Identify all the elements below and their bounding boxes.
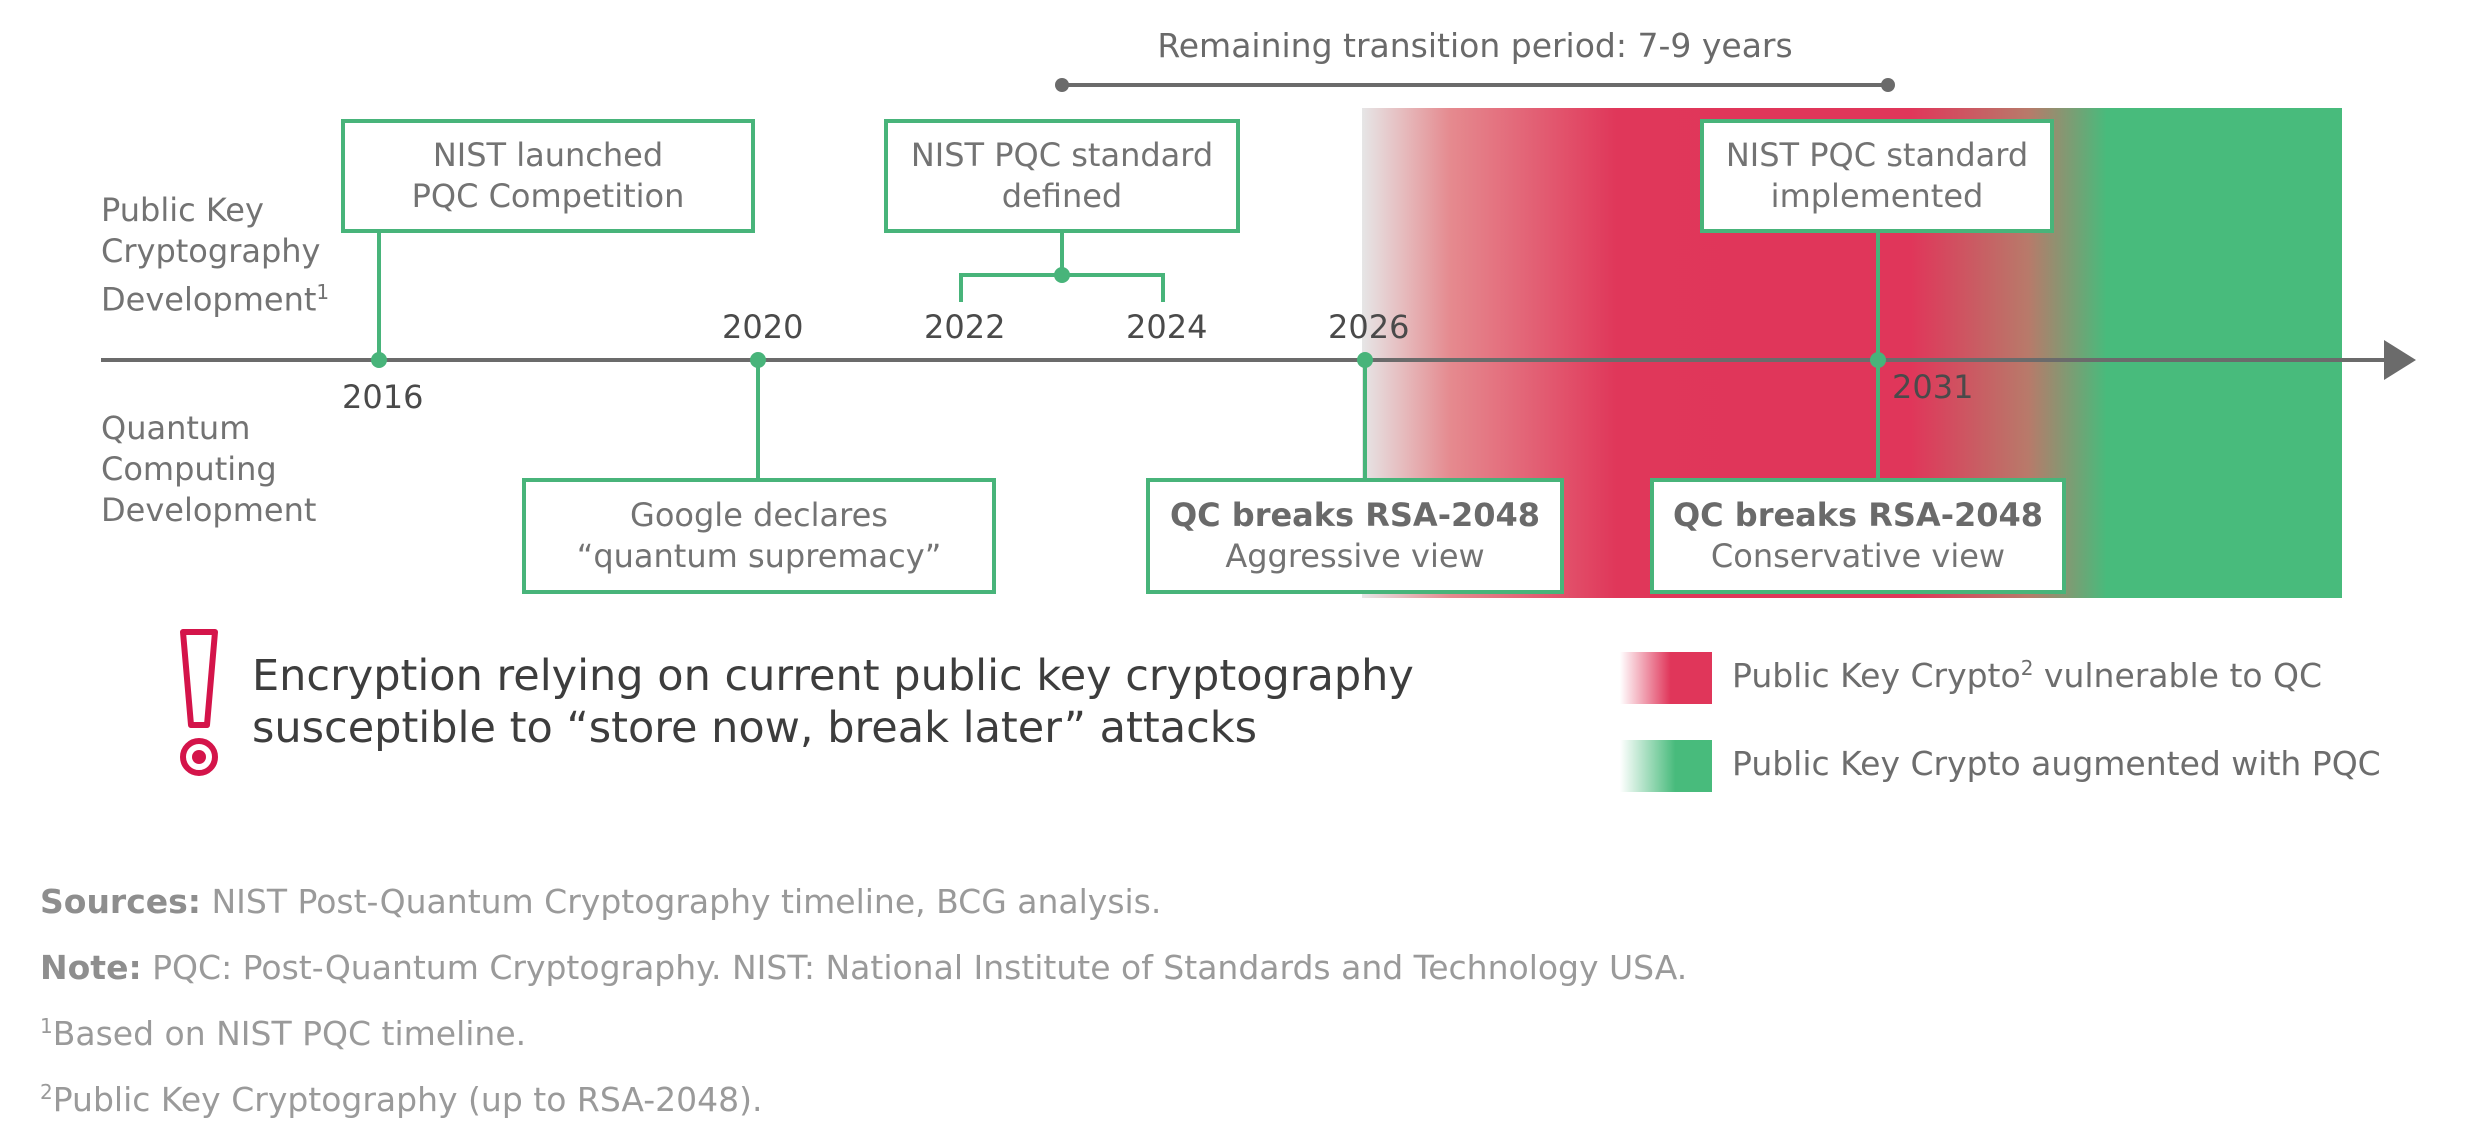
year-2016: 2016 [342,378,424,416]
row-label-qc: Quantum Computing Development [101,408,316,531]
row-label-qc-line3: Development [101,491,317,529]
dot-2020 [750,352,766,368]
dot-pqc-defined [1054,267,1070,283]
event-pqc-standard-implemented: NIST PQC standard implemented [1700,119,2054,233]
footnote-2: 2Public Key Cryptography (up to RSA-2048… [40,1080,763,1119]
event-pqc-defined-line2: defined [1001,177,1123,215]
transition-bracket-end [1881,78,1895,92]
time-axis-arrow-icon [2384,340,2416,380]
footnote-note: Note: PQC: Post-Quantum Cryptography. NI… [40,948,1688,987]
exclamation-icon [180,629,218,776]
transition-period-label: Remaining transition period: 7-9 years [1157,26,1793,65]
year-2022: 2022 [924,308,1006,346]
warning-message: Encryption relying on current public key… [252,650,1414,754]
row-label-pkc-line3: Development1 [101,280,330,319]
legend-label-augmented: Public Key Crypto augmented with PQC [1732,744,2381,783]
event-conservative-line2: Conservative view [1710,537,2006,575]
year-2024: 2024 [1126,308,1208,346]
event-pqc-implemented-line1: NIST PQC standard [1725,136,2029,174]
transition-bracket-start [1055,78,1069,92]
event-aggressive-line1: QC breaks RSA-2048 [1169,496,1541,534]
legend-swatch-vulnerable [1620,652,1712,704]
event-aggressive-line2: Aggressive view [1225,537,1485,575]
row-label-qc-line2: Computing [101,450,277,488]
year-2031: 2031 [1892,368,1974,406]
dot-2026 [1357,352,1373,368]
event-qc-breaks-rsa-conservative: QC breaks RSA-2048 Conservative view [1650,478,2066,594]
row-label-pkc-line1: Public Key [101,191,264,229]
event-conservative-line1: QC breaks RSA-2048 [1672,496,2044,534]
event-pqc-defined-line1: NIST PQC standard [910,136,1214,174]
event-pqc-implemented-line2: implemented [1770,177,1984,215]
year-2026: 2026 [1328,308,1410,346]
event-nist-launched-line1: NIST launched [432,136,664,174]
dot-2031 [1870,352,1886,368]
event-google-line2: “quantum supremacy” [576,537,942,575]
warning-line2: susceptible to “store now, break later” … [252,703,1258,753]
legend-swatch-augmented [1620,740,1712,792]
row-label-qc-line1: Quantum [101,409,251,447]
event-pqc-standard-defined: NIST PQC standard defined [884,119,1240,233]
event-google-quantum-supremacy: Google declares “quantum supremacy” [522,478,996,594]
footnote-sources: Sources: NIST Post-Quantum Cryptography … [40,882,1162,921]
event-google-line1: Google declares [630,496,888,534]
footnote-1: 1Based on NIST PQC timeline. [40,1014,527,1053]
dot-2016 [371,352,387,368]
year-2020: 2020 [722,308,804,346]
event-nist-launched-pqc: NIST launched PQC Competition [341,119,755,233]
row-label-pkc: Public Key Cryptography Development1 [101,190,329,321]
legend-label-vulnerable: Public Key Crypto2 vulnerable to QC [1732,656,2323,695]
event-nist-launched-line2: PQC Competition [411,177,685,215]
warning-line1: Encryption relying on current public key… [252,651,1414,701]
row-label-pkc-line2: Cryptography [101,232,321,270]
event-qc-breaks-rsa-aggressive: QC breaks RSA-2048 Aggressive view [1146,478,1564,594]
